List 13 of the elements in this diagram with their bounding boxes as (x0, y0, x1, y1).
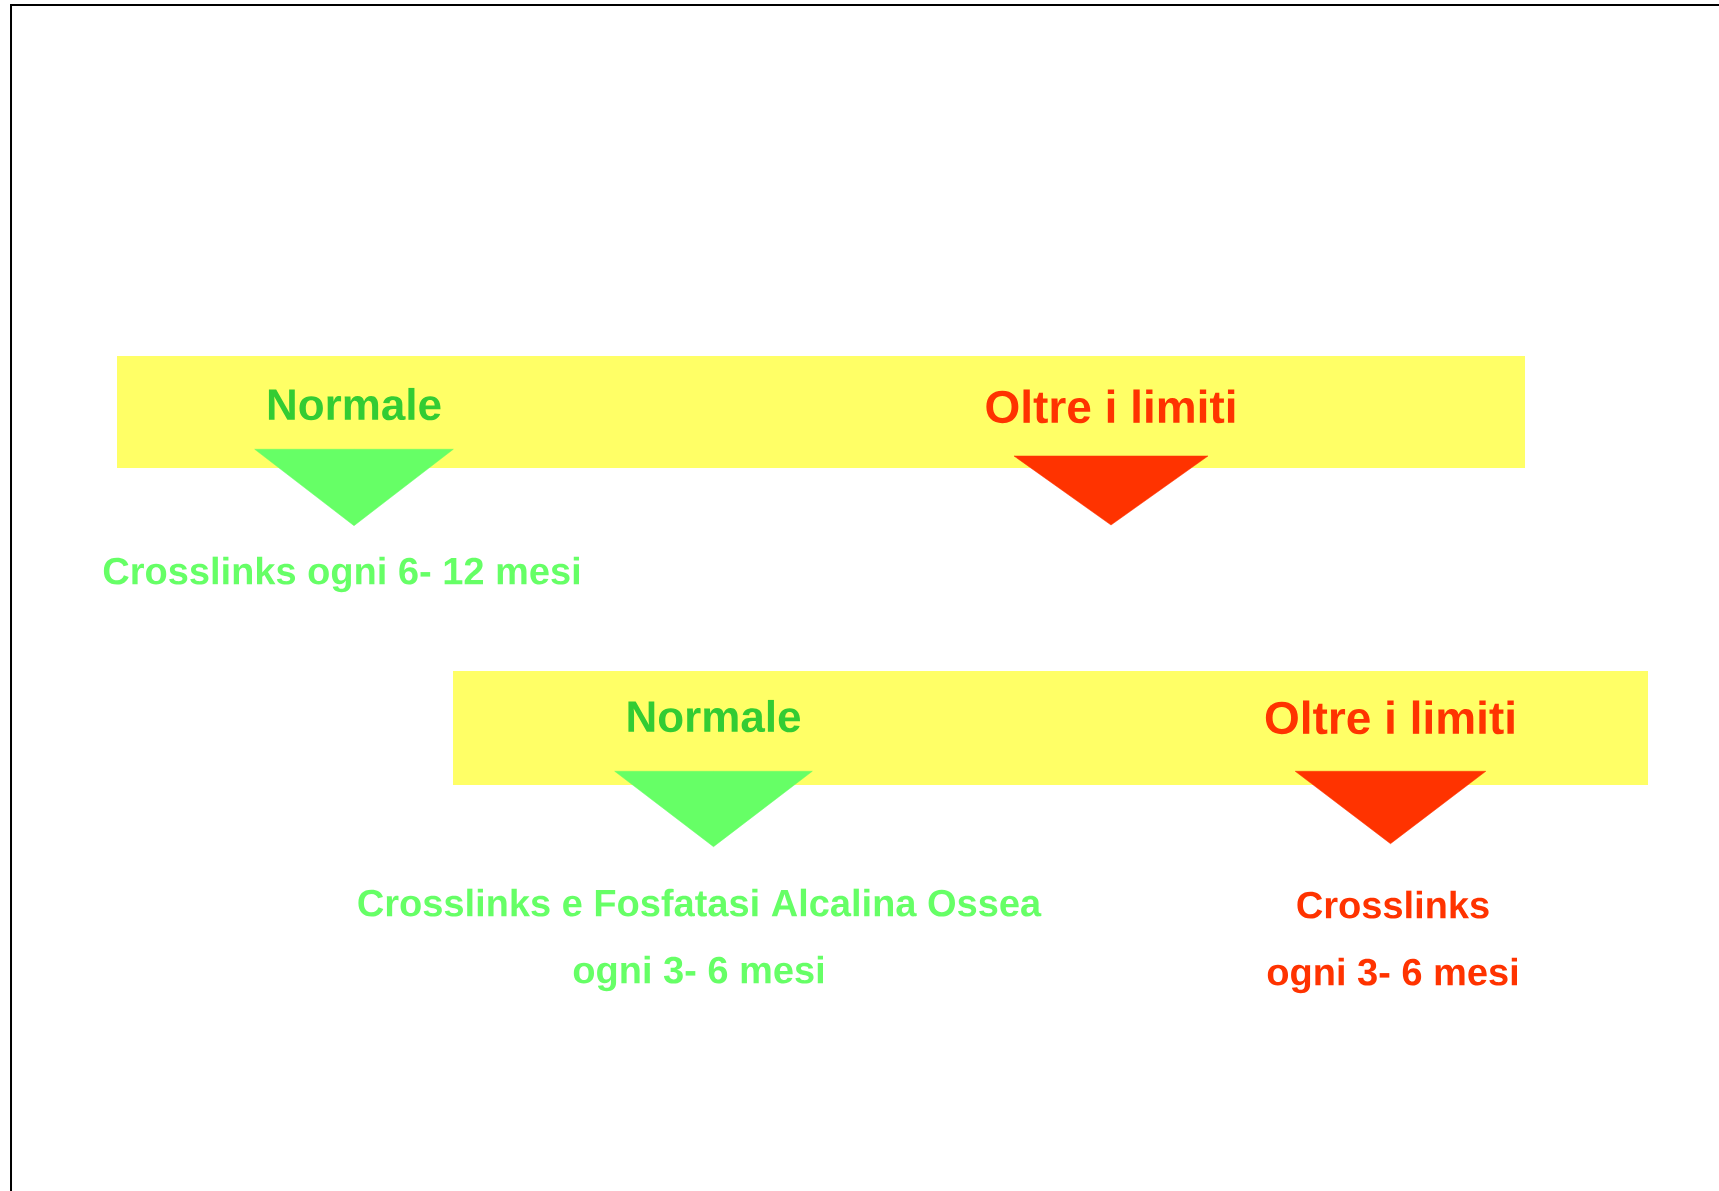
triangle-arrow (1294, 770, 1487, 844)
triangle-arrow (614, 770, 813, 847)
result-text: Crosslinks e Fosfatasi Alcalina Ossea ogni 3- 6 mesi (358, 888, 1042, 992)
band-label: Oltre i limiti (1265, 700, 1514, 735)
band (453, 671, 1648, 785)
band-label: Normale (268, 387, 441, 421)
band-label: Oltre i limiti (986, 389, 1235, 424)
band (117, 356, 1525, 468)
band-label: Normale (628, 699, 800, 733)
triangle-arrow (254, 448, 454, 526)
triangle-arrow (1013, 455, 1209, 526)
result-text: Crosslinks ogni 3- 6 mesi (1267, 890, 1517, 994)
result-text: Crosslinks ogni 6- 12 mesi (103, 556, 579, 593)
